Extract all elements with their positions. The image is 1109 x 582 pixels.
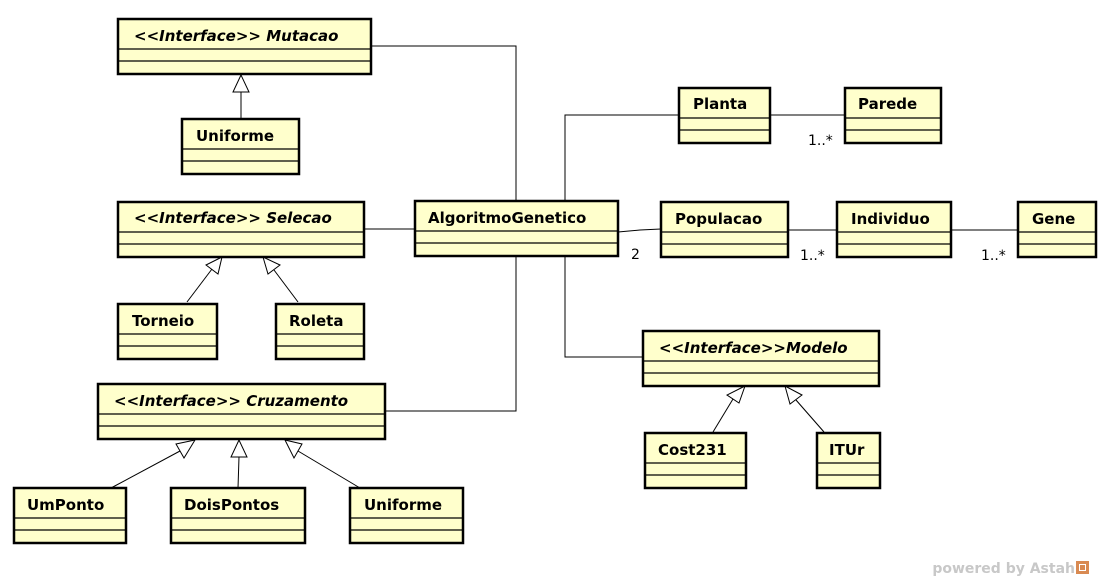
class-gene[interactable]: Gene bbox=[1016, 200, 1098, 259]
gen-arrow-modelo-left bbox=[726, 384, 746, 404]
mult-gene: 1..* bbox=[981, 248, 1006, 264]
mult-parede: 1..* bbox=[808, 133, 833, 149]
class-uniforme-mutacao[interactable]: Uniforme bbox=[180, 117, 301, 176]
class-planta[interactable]: Planta bbox=[677, 86, 772, 145]
class-name-populacao: Populacao bbox=[675, 210, 762, 228]
class-uniforme-cruzamento[interactable]: Uniforme bbox=[348, 486, 465, 545]
gen-arrow-cruzamento-mid bbox=[230, 438, 248, 458]
assoc-algoritmo-modelo bbox=[564, 257, 643, 358]
gen-arrow-cruzamento-left bbox=[175, 439, 197, 459]
gen-arrow-selecao-right bbox=[262, 256, 281, 275]
assoc-mutacao-algoritmo bbox=[371, 45, 517, 200]
class-itur[interactable]: ITUr bbox=[815, 431, 882, 490]
class-name-cost231: Cost231 bbox=[658, 441, 727, 459]
astah-watermark: powered by Astah bbox=[932, 561, 1089, 577]
gen-arrow-mutacao bbox=[232, 73, 250, 93]
class-name-torneio: Torneio bbox=[132, 312, 194, 330]
mult-individuo: 1..* bbox=[800, 248, 825, 264]
gen-doispontos-cruzamento bbox=[237, 456, 240, 489]
class-algoritmogenetico[interactable]: AlgoritmoGenetico bbox=[413, 199, 620, 258]
class-torneio[interactable]: Torneio bbox=[116, 302, 219, 361]
class-name-algoritmogenetico: AlgoritmoGenetico bbox=[428, 209, 586, 227]
class-name-modelo: <<Interface>>Modelo bbox=[659, 339, 848, 357]
gen-uniforme-cruzamento bbox=[297, 450, 361, 489]
gen-cost231-modelo bbox=[712, 398, 734, 433]
assoc-algoritmo-planta bbox=[564, 114, 679, 200]
gen-umponto-cruzamento bbox=[110, 450, 181, 489]
class-name-individuo: Individuo bbox=[851, 210, 930, 228]
assoc-cruzamento-algoritmo bbox=[385, 257, 517, 412]
gen-arrow-cruzamento-right bbox=[284, 439, 303, 460]
class-cruzamento[interactable]: <<Interface>> Cruzamento bbox=[96, 382, 387, 441]
associations bbox=[364, 45, 1018, 412]
class-name-itur: ITUr bbox=[829, 441, 865, 459]
class-name-parede: Parede bbox=[858, 95, 917, 113]
class-name-roleta: Roleta bbox=[289, 312, 343, 330]
class-selecao[interactable]: <<Interface>> Selecao bbox=[116, 200, 366, 259]
gen-arrow-modelo-right bbox=[784, 385, 803, 405]
class-modelo[interactable]: <<Interface>>Modelo bbox=[641, 329, 881, 388]
class-umponto[interactable]: UmPonto bbox=[12, 486, 128, 545]
gen-arrow-selecao-left bbox=[205, 256, 223, 275]
class-populacao[interactable]: Populacao bbox=[659, 200, 790, 259]
class-cost231[interactable]: Cost231 bbox=[643, 431, 748, 490]
class-name-uniforme-cruzamento: Uniforme bbox=[364, 496, 442, 514]
class-name-gene: Gene bbox=[1032, 210, 1075, 228]
class-name-cruzamento: <<Interface>> Cruzamento bbox=[114, 392, 348, 410]
class-name-doispontos: DoisPontos bbox=[184, 496, 279, 514]
class-parede[interactable]: Parede bbox=[843, 86, 943, 145]
astah-logo-icon bbox=[1076, 561, 1089, 574]
class-name-uniforme-mutacao: Uniforme bbox=[196, 127, 274, 145]
class-name-mutacao: <<Interface>> Mutacao bbox=[134, 27, 338, 45]
class-name-selecao: <<Interface>> Selecao bbox=[134, 209, 332, 227]
assoc-algoritmo-populacao bbox=[617, 228, 662, 233]
generalizations bbox=[110, 73, 825, 489]
class-individuo[interactable]: Individuo bbox=[835, 200, 953, 259]
class-name-umponto: UmPonto bbox=[27, 496, 104, 514]
class-roleta[interactable]: Roleta bbox=[274, 302, 366, 361]
mult-populacao: 2 bbox=[631, 247, 640, 263]
watermark-text: powered by Astah bbox=[932, 561, 1075, 577]
gen-itur-modelo bbox=[795, 399, 825, 433]
class-name-planta: Planta bbox=[693, 95, 747, 113]
gen-torneio-selecao bbox=[186, 268, 213, 303]
class-doispontos[interactable]: DoisPontos bbox=[169, 486, 307, 545]
class-mutacao[interactable]: <<Interface>> Mutacao bbox=[116, 17, 373, 76]
gen-roleta-selecao bbox=[273, 269, 299, 303]
